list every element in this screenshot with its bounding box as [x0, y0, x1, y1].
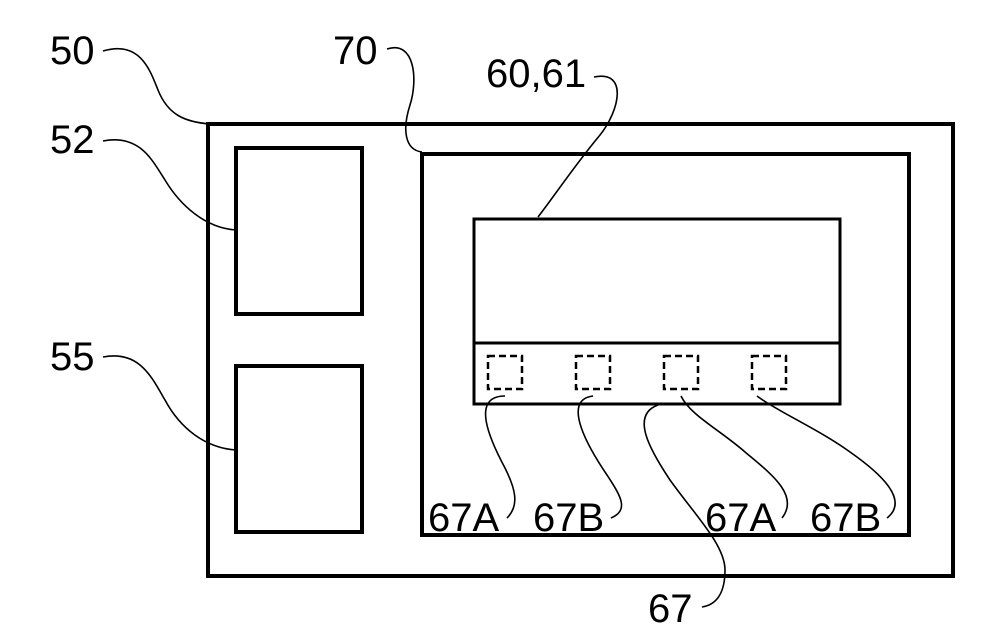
label-strip: 67	[648, 587, 693, 631]
label-inner-housing: 70	[333, 29, 378, 73]
display-box	[474, 219, 840, 404]
label-outer-device: 50	[50, 29, 95, 73]
label-strip-element-2: 67B	[533, 496, 604, 540]
leader-line-55	[103, 356, 236, 450]
strip-element-1	[488, 356, 522, 389]
strip-element-3	[664, 356, 698, 389]
label-strip-element-1: 67A	[428, 496, 499, 540]
leader-line-52	[103, 140, 236, 230]
lower-module-box	[236, 366, 362, 532]
strip-element-2	[576, 356, 610, 389]
label-lower-module: 55	[50, 335, 95, 379]
label-upper-module: 52	[50, 118, 95, 162]
upper-module-box	[236, 148, 362, 314]
label-strip-element-3: 67A	[705, 496, 776, 540]
label-strip-element-4: 67B	[810, 496, 881, 540]
leader-line-70	[387, 48, 422, 152]
strip-element-4	[752, 356, 786, 389]
leader-line-60-61	[538, 76, 617, 217]
label-display: 60,61	[486, 52, 586, 96]
leader-line-50	[103, 49, 210, 124]
